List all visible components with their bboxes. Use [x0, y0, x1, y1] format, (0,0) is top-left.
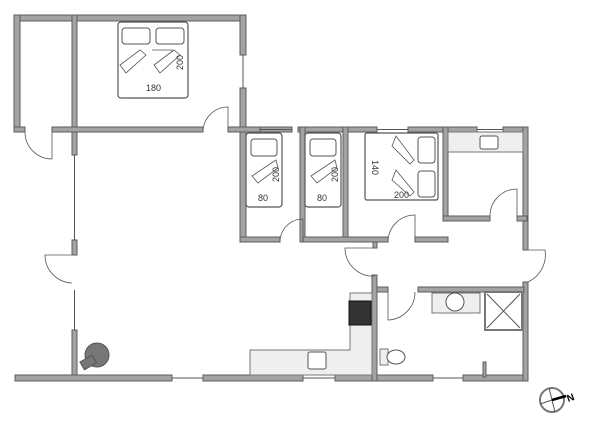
washbasin-icon [445, 292, 465, 312]
kitchen [249, 292, 373, 376]
kitchen-sink-icon [307, 351, 327, 370]
bed-width-label: 80 [258, 193, 268, 203]
bathroom-2 [379, 291, 523, 378]
walls [13, 14, 529, 382]
stove-icon [348, 300, 372, 326]
bed-width-label: 140 [370, 160, 380, 175]
bed-width-label: 180 [146, 83, 161, 93]
toilet-icon [386, 349, 406, 365]
single-bed-1: 80 200 [245, 132, 283, 208]
compass-icon: N [539, 387, 577, 413]
bathroom-1 [447, 131, 524, 153]
fireplace-icon [79, 342, 110, 371]
windows [74, 55, 503, 379]
bunk-bed: 140 200 [364, 132, 439, 201]
master-bed: 180 200 [117, 21, 189, 99]
bed-length-label: 200 [394, 190, 409, 200]
north-label: N [566, 392, 577, 405]
doors [24, 106, 546, 321]
bed-length-label: 200 [175, 55, 185, 70]
sink-icon [479, 135, 499, 150]
single-bed-2: 80 200 [304, 132, 342, 208]
bed-length-label: 200 [271, 167, 281, 182]
bed-width-label: 80 [317, 193, 327, 203]
bed-length-label: 200 [330, 167, 340, 182]
